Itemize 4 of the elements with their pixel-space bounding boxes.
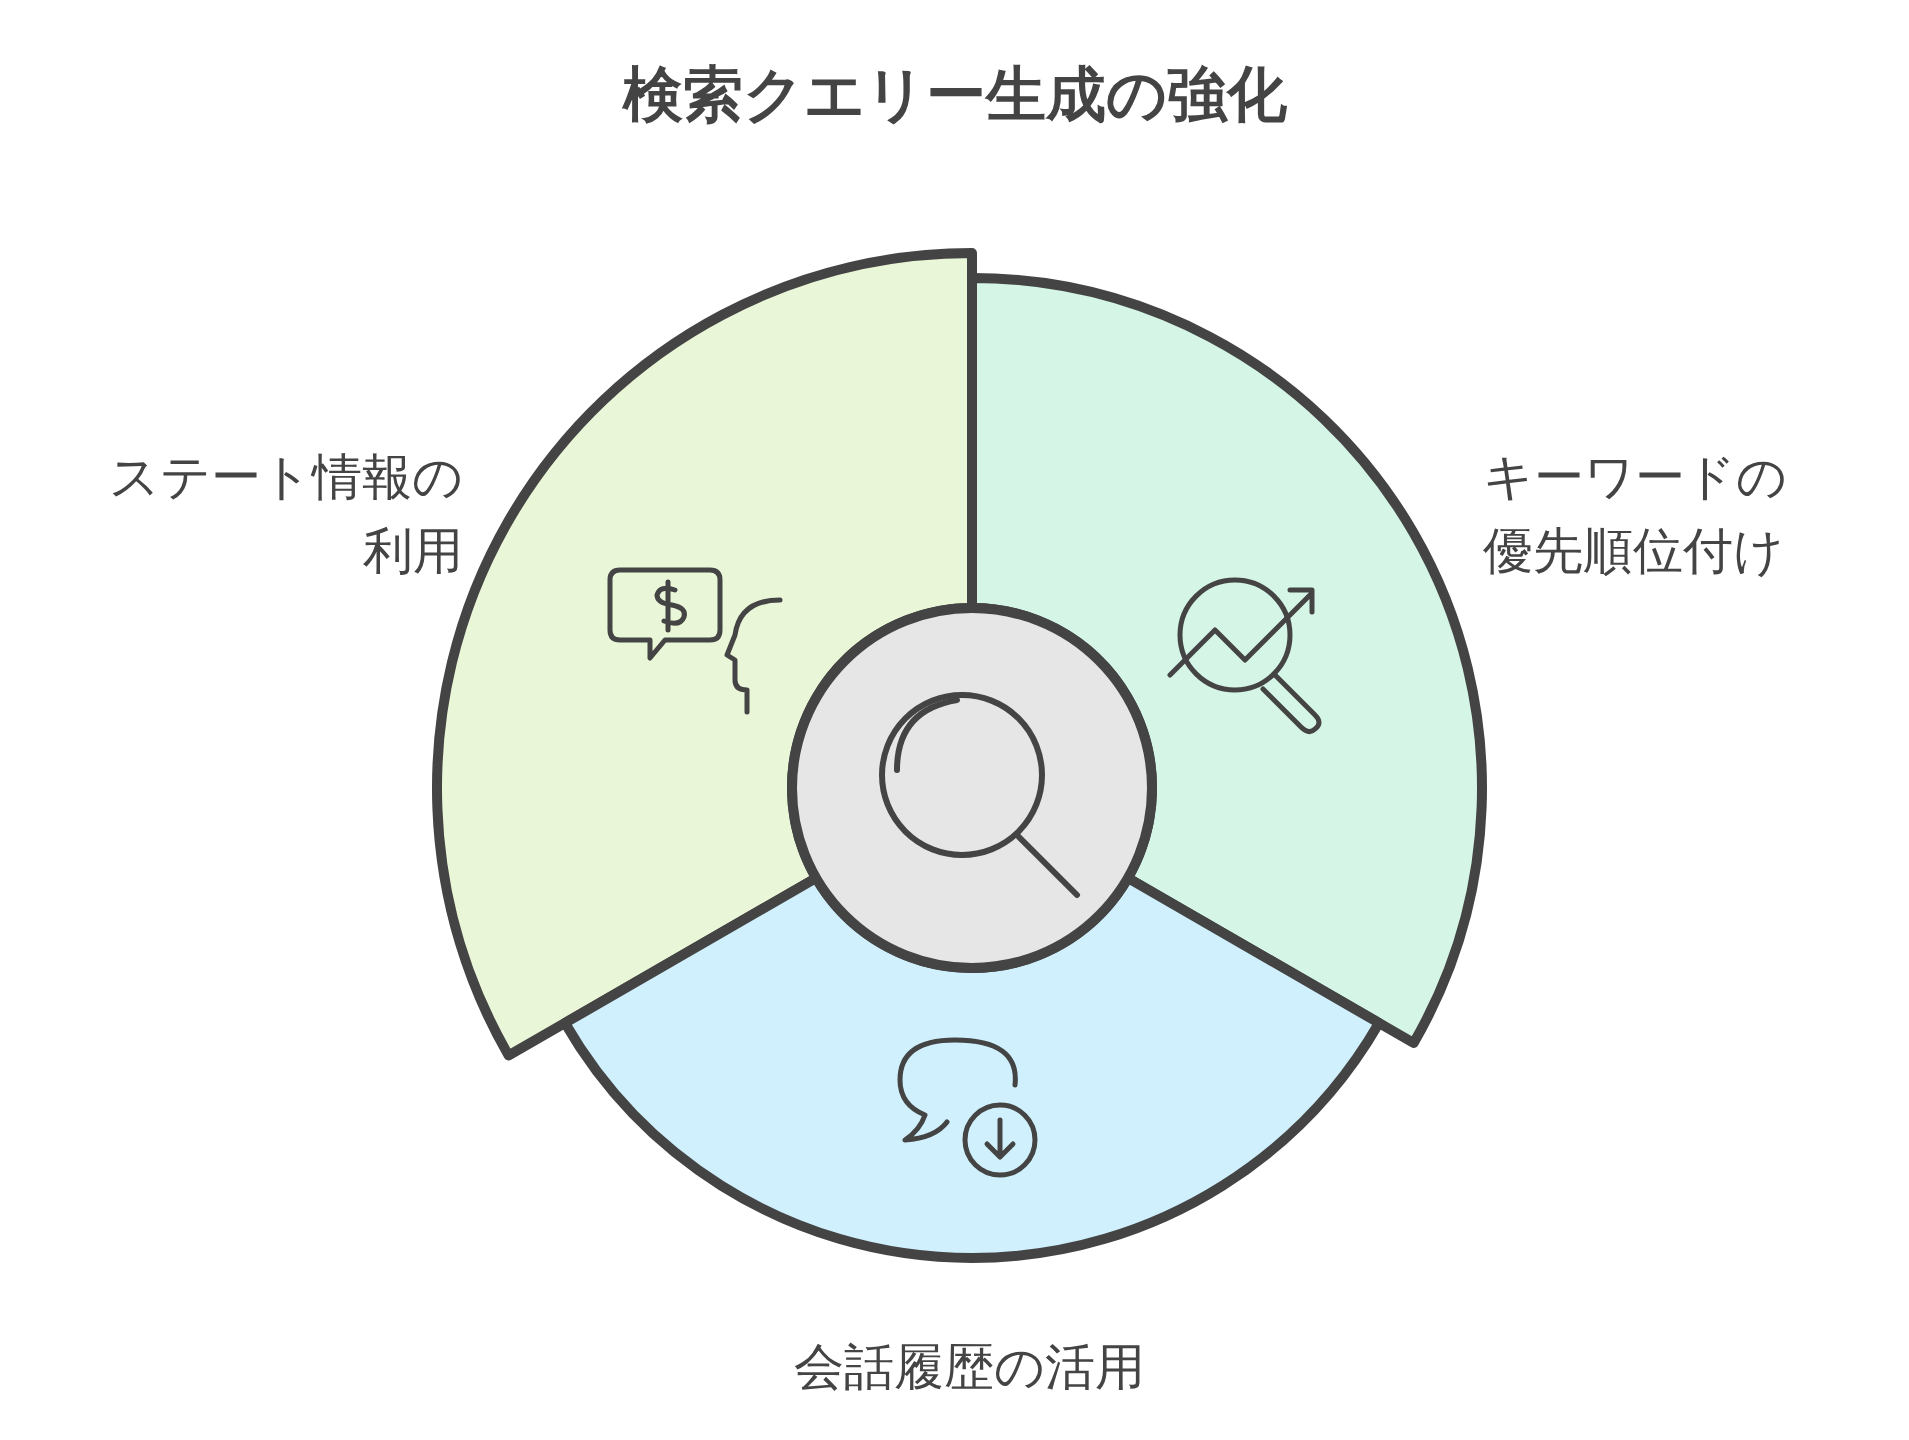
segment-label: キーワードの優先順位付け xyxy=(1483,447,1788,582)
segment-label: 会話履歴の活用 xyxy=(793,1337,1147,1398)
segment-label: ステート情報の利用 xyxy=(108,447,463,582)
title: 検索クエリー生成の強化 xyxy=(621,58,1288,131)
